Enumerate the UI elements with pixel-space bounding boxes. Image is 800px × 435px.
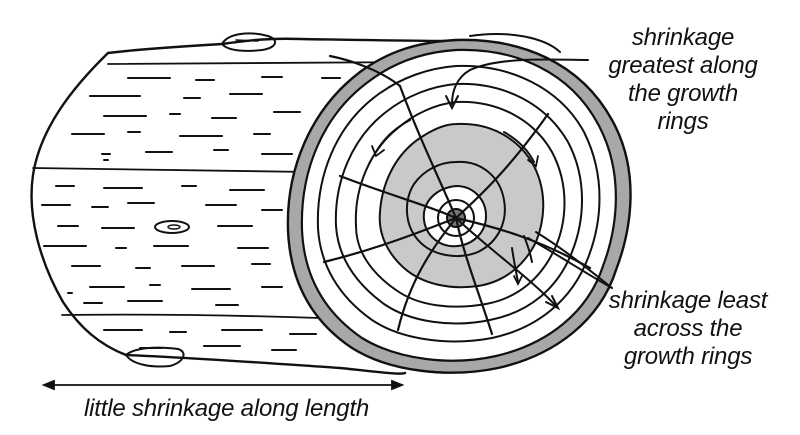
arrow-radial [455,217,557,307]
leader-least [527,237,613,289]
radial-checks [322,54,592,336]
bark-patch-top [221,32,277,52]
arrow-tangential [503,131,535,163]
log-top-edge [106,37,457,55]
label-length-shrinkage: little shrinkage along length [84,395,370,422]
label-line: the growth [627,80,739,107]
length-arrow [41,379,405,391]
log-lower-line [61,313,321,319]
log-side-view [30,32,457,375]
annotation-leaders [445,33,613,311]
growth-ring [334,82,583,325]
log-bottom-edge [124,353,407,375]
label-line: across the [633,315,743,342]
arrow-greatest [451,58,589,105]
label-shrinkage-greatest: shrinkage greatest along the growth ring… [583,24,783,136]
label-line: growth rings [623,343,753,370]
label-shrinkage-least: shrinkage least across the growth rings [590,287,786,371]
knot [154,220,190,234]
log-left-end [30,51,128,357]
leader-greatest [469,33,561,53]
label-line: shrinkage least [608,287,768,314]
arrow-radial [511,247,519,283]
label-line: shrinkage [631,24,735,51]
growth-ring [316,64,601,343]
label-line: rings [657,108,709,135]
label-line: greatest along [608,52,758,79]
arrow-tangential [375,119,411,153]
log-mid-line [32,167,311,173]
log-cross-section [286,38,632,374]
wood-grain [41,76,341,351]
